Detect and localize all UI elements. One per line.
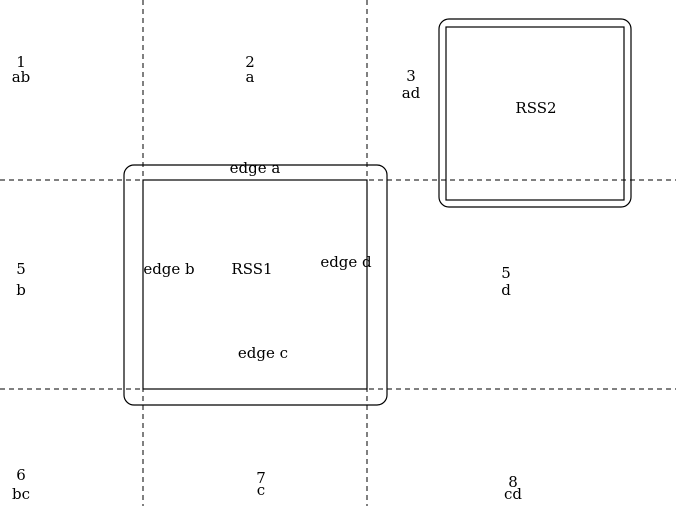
region-6-number: 6 <box>16 466 26 484</box>
region-7-number: 7 <box>256 469 266 487</box>
region-6-code: bc <box>12 485 30 503</box>
rss1-label: RSS1 <box>231 260 272 278</box>
region-8-number: 8 <box>508 473 518 491</box>
rss2-outer-box <box>438 18 632 208</box>
region-2-code: a <box>246 68 255 86</box>
region-right-code: d <box>501 281 511 299</box>
rss1-outer-box <box>123 164 388 406</box>
region-3-number: 3 <box>406 67 416 85</box>
region-1-code: ab <box>12 68 31 86</box>
rss1-edge-a-label: edge a <box>230 159 281 177</box>
rss1-inner-box <box>142 179 368 390</box>
region-1-number: 1 <box>16 53 26 71</box>
region-right-number: 5 <box>501 264 511 282</box>
rss2-inner-box <box>445 26 625 201</box>
region-2-number: 2 <box>245 53 255 71</box>
region-3-code: ad <box>402 84 421 102</box>
rss2-label: RSS2 <box>515 99 556 117</box>
region-7-code: c <box>257 481 265 499</box>
rss1-edge-c-label: edge c <box>238 344 288 362</box>
rss1-edge-b-label: edge b <box>143 260 194 278</box>
region-left-code: b <box>16 281 26 299</box>
region-left-number: 5 <box>16 260 26 278</box>
rss1-edge-d-label: edge d <box>320 253 372 271</box>
region-8-code: cd <box>504 485 522 503</box>
